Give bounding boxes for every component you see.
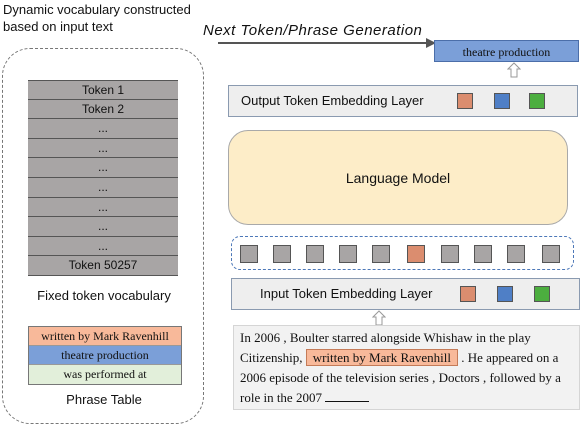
input-text-part1: In 2006 , Boulter starred alongside Whis… xyxy=(240,330,531,365)
vocab-row: ... xyxy=(28,217,178,237)
embedding-square xyxy=(339,245,357,263)
phrase-table: written by Mark Ravenhill theatre produc… xyxy=(28,326,182,385)
phrase-row: written by Mark Ravenhill xyxy=(29,327,181,346)
embedding-square xyxy=(494,93,510,109)
vocab-row: Token 2 xyxy=(28,99,178,120)
embedding-square xyxy=(441,245,459,263)
embedding-square xyxy=(457,93,473,109)
embedding-square xyxy=(497,286,513,302)
blank-placeholder xyxy=(325,388,370,402)
dynamic-vocab-container xyxy=(2,48,204,424)
fixed-vocab-label: Fixed token vocabulary xyxy=(37,288,171,303)
embedding-square xyxy=(273,245,291,263)
up-arrow-icon xyxy=(372,310,386,326)
input-embedding-layer: Input Token Embedding Layer xyxy=(231,278,580,310)
vocab-row: ... xyxy=(28,158,178,178)
embedding-square xyxy=(460,286,476,302)
input-layer-label: Input Token Embedding Layer xyxy=(260,286,433,301)
vocab-row: ... xyxy=(28,138,178,159)
input-text-part2: . He appeared on a 2006 episode of the t… xyxy=(240,350,561,405)
output-layer-label: Output Token Embedding Layer xyxy=(241,93,424,108)
embedding-square xyxy=(507,245,525,263)
vocab-row: ... xyxy=(28,177,178,198)
embedding-square xyxy=(240,245,258,263)
input-text-passage: In 2006 , Boulter starred alongside Whis… xyxy=(233,325,580,410)
embedding-square xyxy=(306,245,324,263)
output-token: theatre production xyxy=(434,40,579,62)
generation-arrow-icon xyxy=(218,38,436,48)
phrase-row: was performed at xyxy=(29,365,181,384)
phrase-table-label: Phrase Table xyxy=(66,392,142,407)
phrase-row: theatre production xyxy=(29,346,181,365)
dynamic-vocab-title: Dynamic vocabulary constructed based on … xyxy=(3,2,191,34)
embedding-square xyxy=(534,286,550,302)
up-arrow-icon xyxy=(507,62,521,78)
output-embedding-layer: Output Token Embedding Layer xyxy=(228,85,578,117)
vocab-row: ... xyxy=(28,119,178,139)
embedding-square xyxy=(407,245,425,263)
generation-title: Next Token/Phrase Generation xyxy=(203,22,423,39)
embedding-square xyxy=(542,245,560,263)
vocab-row: Token 1 xyxy=(28,80,178,100)
highlighted-phrase: written by Mark Ravenhill xyxy=(305,349,458,366)
language-model-box: Language Model xyxy=(228,130,568,225)
vocab-row: ... xyxy=(28,197,178,218)
vocab-row: ... xyxy=(28,236,178,257)
vocab-row: Token 50257 xyxy=(28,256,178,276)
embedding-square xyxy=(529,93,545,109)
token-vocabulary-table: Token 1 Token 2 ... ... ... ... ... ... … xyxy=(28,80,178,276)
embedding-square xyxy=(474,245,492,263)
embedding-square xyxy=(372,245,390,263)
input-embeddings-row xyxy=(231,236,574,270)
